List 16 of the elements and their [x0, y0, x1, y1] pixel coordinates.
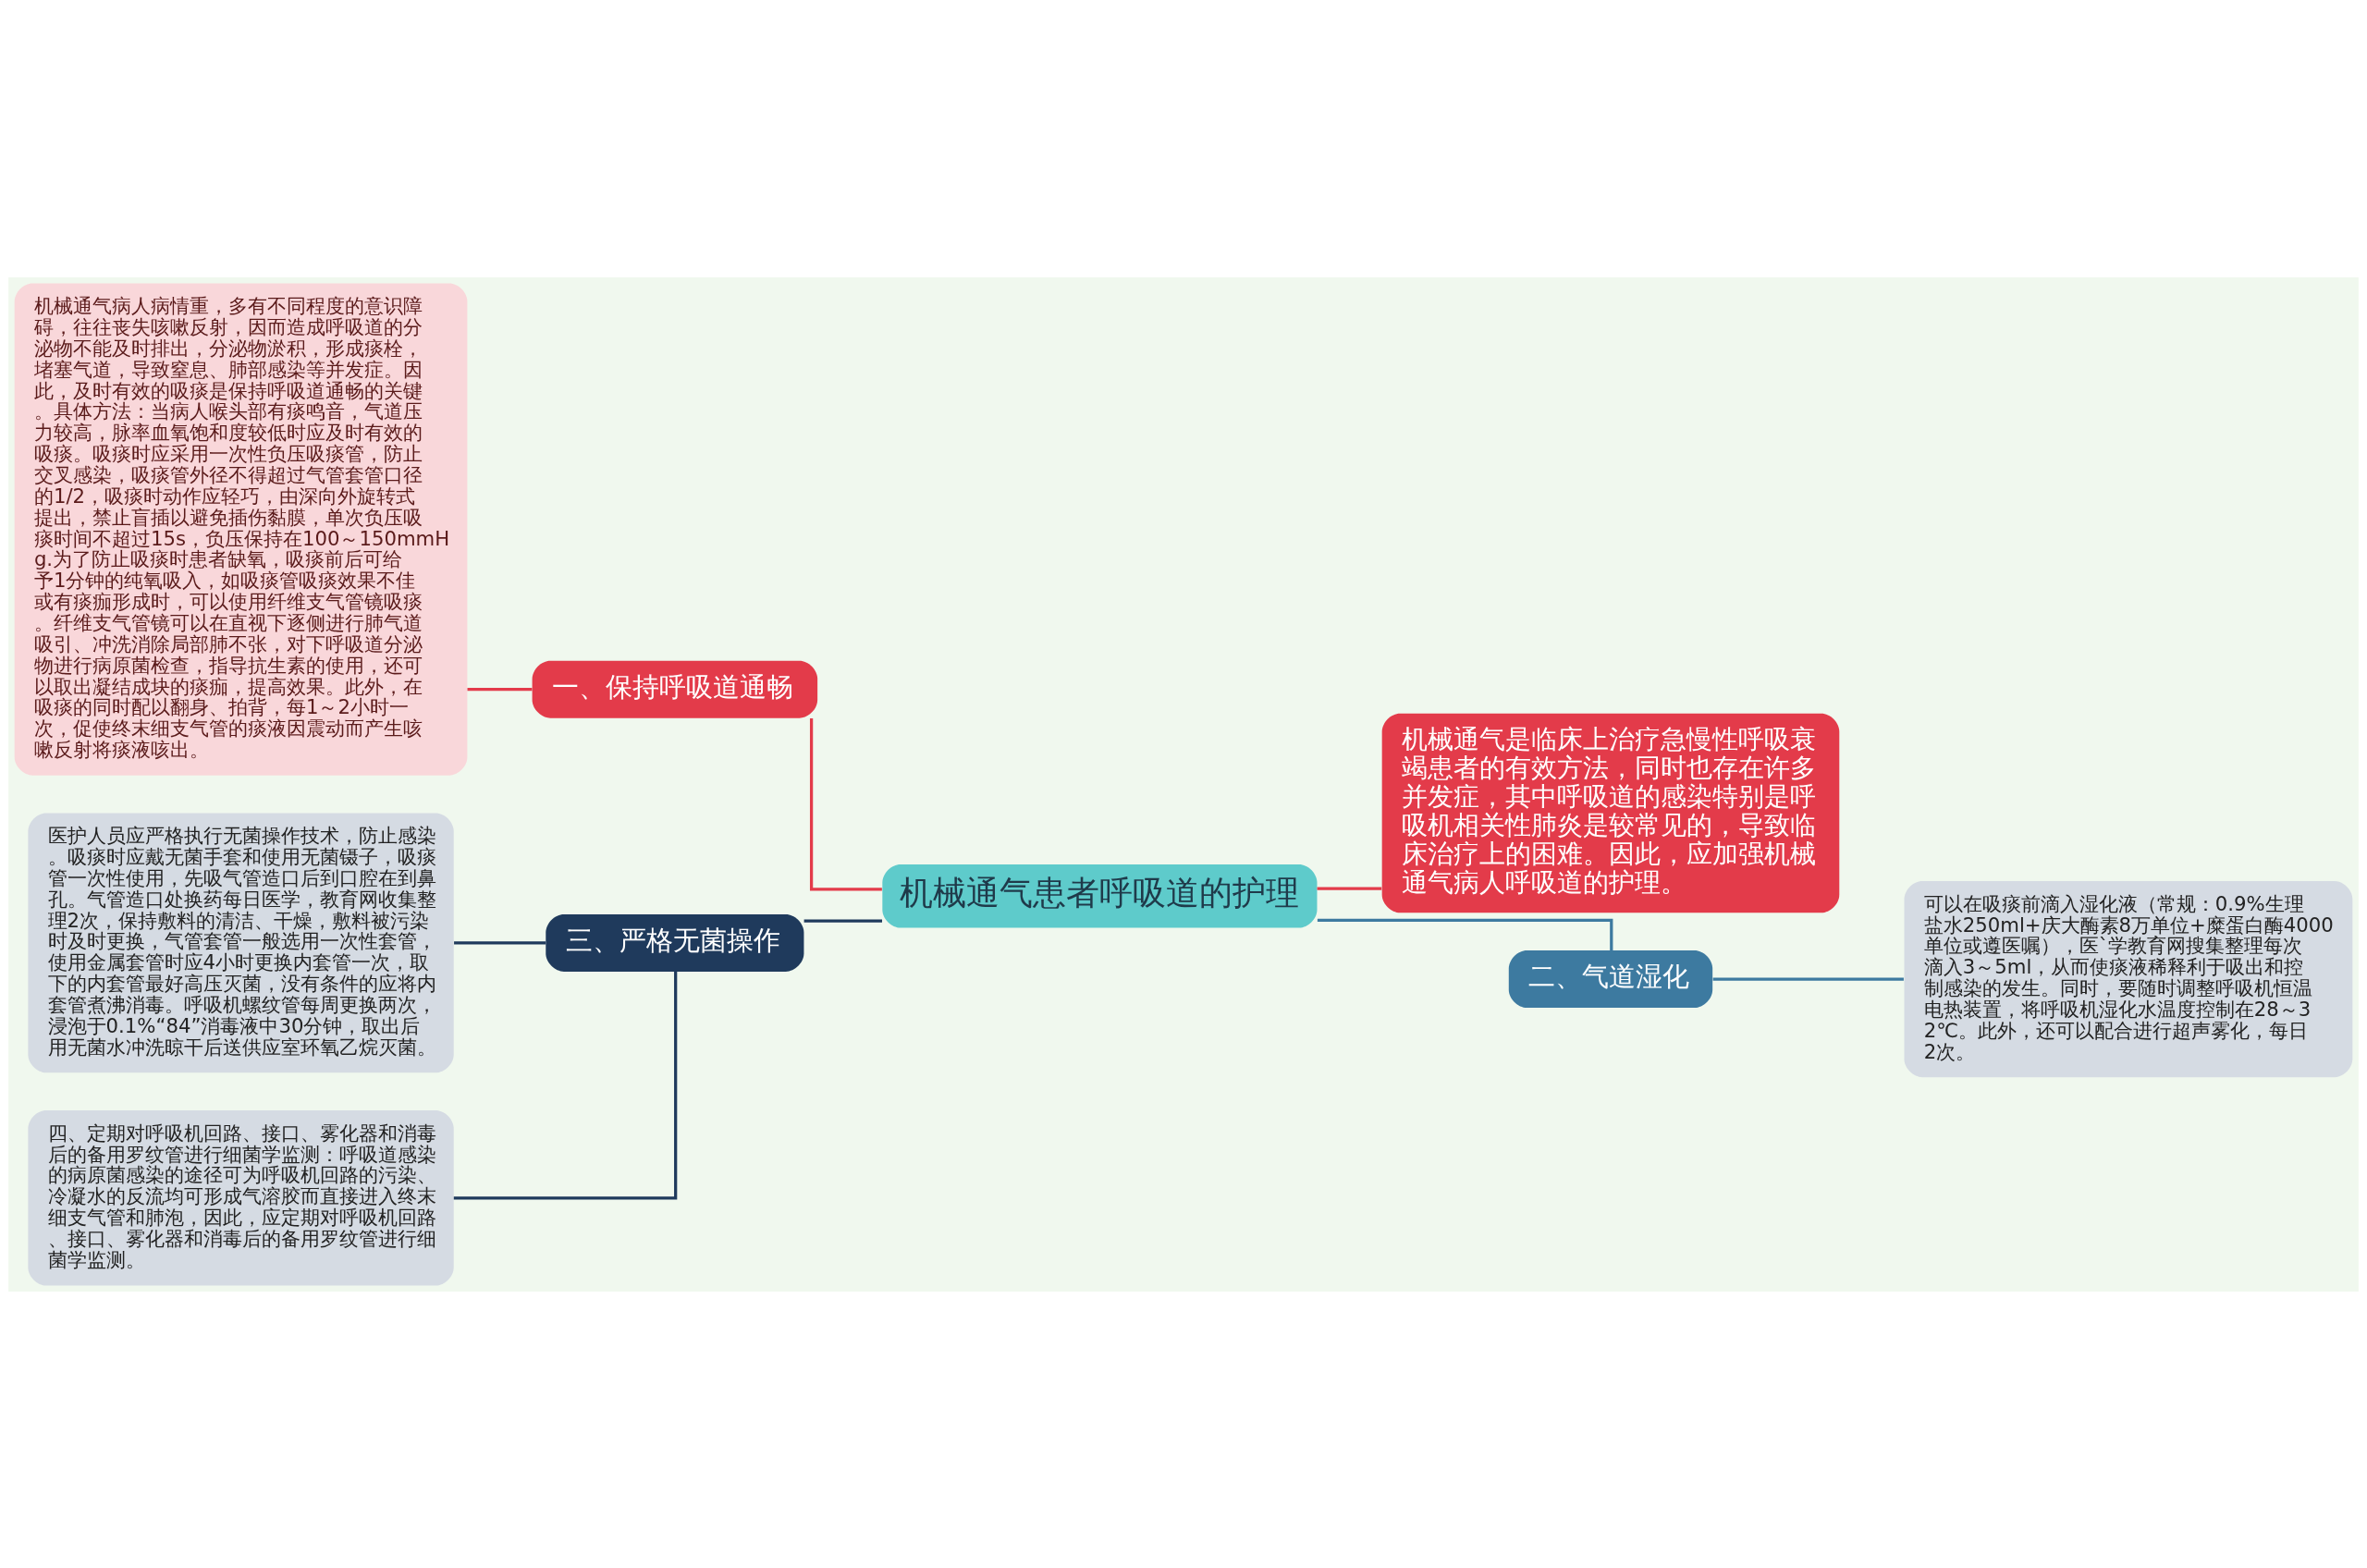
node-box: 机械通气患者呼吸道的护理: [882, 864, 1318, 928]
node-box: 二、气道湿化: [1508, 949, 1713, 1008]
connector: [453, 971, 678, 1199]
connector: [1317, 887, 1382, 890]
node-box: 一、保持呼吸道通畅: [532, 660, 818, 718]
connector: [454, 940, 546, 945]
connector: [1712, 976, 1904, 981]
node-box: 机械通气病人病情重，多有不同程度的意识障碍，往往丧失咳嗽反射，因而造成呼吸道的分泌物不能及时排出，分泌物淤积，形成痰栓，堵塞气道，导致窒息、肺部感染等并发症。因此，及时有效的吸痰是保持呼吸道通畅的关键。具体方法：当病人喉头部有痰鸣音，气道压力较高，脉率血氧饱和度较低时应及时有效的吸痰。吸痰时应采用一次性负压吸痰管，防止交叉感染，吸痰管外径不得超过气管套管口径的1/2，吸痰时动作应轻巧，由深向外旋转式提出，禁止盲插以避免插伤黏膜，单次负压吸痰时间不超过15s，负压保持在100～150mmHg.为了防止吸痰时患者缺氧，吸痰前后可给予1分钟的纯氧吸入，如吸痰管吸痰效果不佳或有痰痂形成时，可以使用纤维支气管镜吸痰。纤维支气管镜可以在直视下逐侧进行肺气道吸引、冲洗消除局部肺不张，对下呼吸道分泌物进行病原菌检查，指导抗生素的使用，还可以取出凝结成块的痰痂，提高效果。此外，在吸痰的同时配以翻身、拍背，每1～2小时一次，促使终末细支气管的痰液因震动而产生咳嗽反射将痰液咳出。: [14, 283, 468, 776]
node-box: 三、严格无菌操作: [546, 913, 804, 972]
node-box: 可以在吸痰前滴入湿化液（常规：0.9%生理盐水250ml+庆大酶素8万单位+糜蛋白酶4000单位或遵医嘱），医`学教育网搜集整理每次滴入3～5ml，从而使痰液稀释利于吸出和控制感染的发生。同时，要随时调整呼吸机恒温电热装置，将呼吸机湿化水温度控制在28～32℃。此外，还可以配合进行超声雾化，每日2次。: [1904, 880, 2353, 1077]
node-box: 机械通气是临床上治疗急慢性呼吸衰竭患者的有效方法，同时也存在许多并发症，其中呼吸道的感染特别是呼吸机相关性肺炎是较常见的，导致临床治疗上的困难。因此，应加强机械通气病人呼吸道的护理。: [1381, 713, 1840, 913]
connector: [803, 919, 882, 923]
connector: [467, 687, 533, 691]
node-box: 医护人员应严格执行无菌操作技术，防止感染。吸痰时应戴无菌手套和使用无菌镊子，吸痰管一次性使用，先吸气管造口后到口腔在到鼻孔。气管造口处换药每日医学，教育网收集整理2次，保持敷料的清洁、干燥，敷料被污染时及时更换，气管套管一般选用一次性套管，使用金属套管时应4小时更换内套管一次，取下的内套管最好高压灭菌，没有条件的应将内套管煮沸消毒。呼吸机螺纹管每周更换两次，浸泡于0.1%“84”消毒液中30分钟，取出后用无菌水冲洗晾干后送供应室环氧乙烷灭菌。: [28, 813, 454, 1072]
node-box: 四、定期对呼吸机回路、接口、雾化器和消毒后的备用罗纹管进行细菌学监测：呼吸道感染的病原菌感染的途径可为呼吸机回路的污染、冷凝水的反流均可形成气溶胶而直接进入终末细支气管和肺泡，因此，应定期对呼吸机回路、接口、雾化器和消毒后的备用罗纹管进行细菌学监测。: [28, 1109, 454, 1285]
connector: [809, 717, 882, 891]
